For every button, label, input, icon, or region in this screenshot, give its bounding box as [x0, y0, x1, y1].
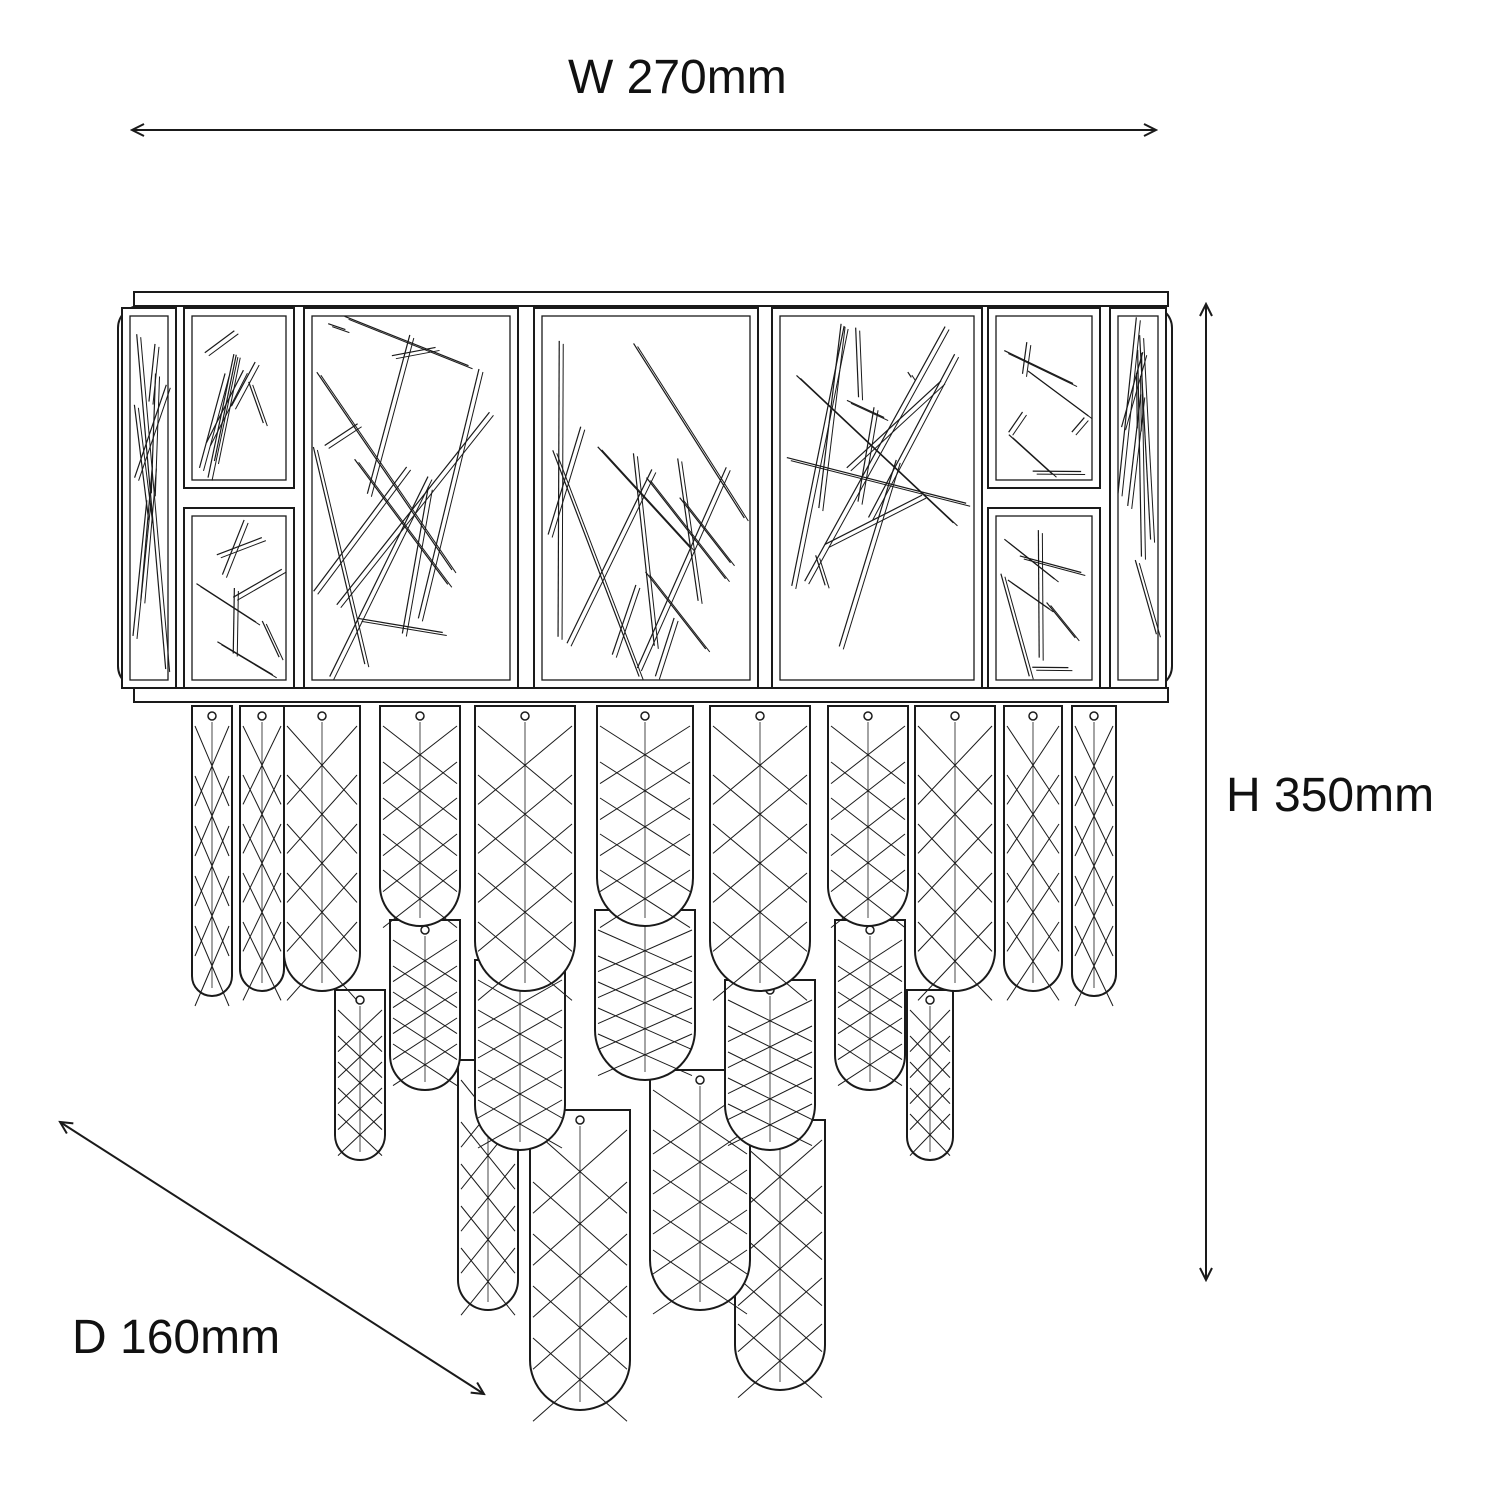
crystal-drop — [594, 909, 696, 1081]
crystal-drop — [334, 989, 386, 1161]
shade-panel — [1109, 307, 1167, 689]
crystal-drops — [191, 705, 1117, 1422]
shade-panel — [533, 307, 759, 689]
crystal-drop — [734, 1119, 826, 1398]
depth-label: D 160mm — [72, 1311, 281, 1364]
crystal-drop — [914, 705, 996, 1001]
shade-panel — [303, 307, 519, 689]
crystal-drop — [191, 705, 233, 1007]
crystal-drop — [834, 919, 906, 1091]
crystal-shade — [117, 291, 1173, 703]
shade-panel — [183, 307, 295, 689]
crystal-drop — [709, 705, 811, 1001]
depth-dimension-arrow — [60, 1122, 484, 1394]
shade-panel — [987, 307, 1101, 689]
crystal-drop — [906, 989, 954, 1161]
width-label: W 270mm — [568, 51, 787, 104]
crystal-drop — [1003, 705, 1063, 1001]
crystal-drop — [283, 705, 361, 1001]
height-label: H 350mm — [1226, 769, 1435, 822]
crystal-drop — [474, 705, 576, 1001]
crystal-drop — [649, 1069, 751, 1315]
shade-panel — [121, 307, 177, 689]
crystal-drop — [724, 979, 816, 1151]
shade-top-rim — [133, 291, 1169, 307]
crystal-drop — [827, 705, 909, 928]
crystal-drop — [529, 1109, 631, 1422]
shade-bottom-rim — [133, 687, 1169, 703]
crystal-drop — [389, 919, 461, 1091]
crystal-drop — [596, 705, 694, 929]
shade-panels — [121, 307, 1167, 689]
crystal-drop — [474, 959, 566, 1151]
crystal-drop — [239, 705, 285, 1001]
crystal-drop — [1071, 705, 1117, 1007]
crystal-drop — [379, 705, 461, 928]
shade-panel — [771, 307, 983, 689]
